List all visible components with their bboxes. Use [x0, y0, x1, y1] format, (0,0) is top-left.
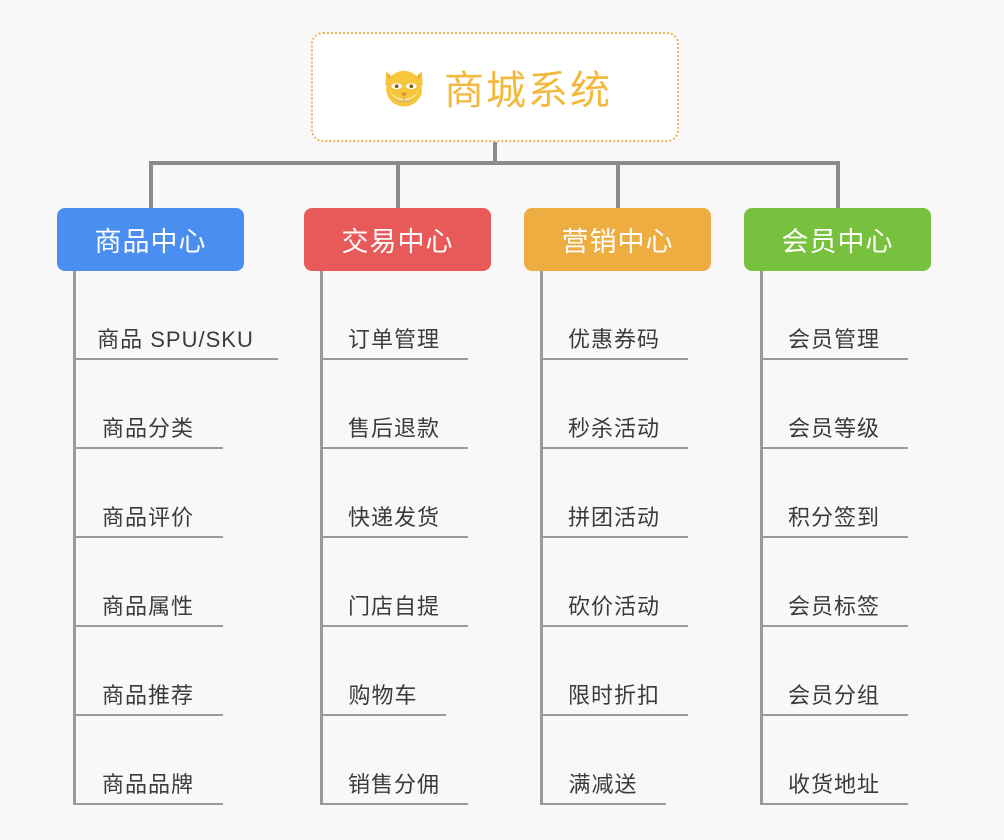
- category-box-member[interactable]: 会员中心: [744, 208, 931, 271]
- leaf-item[interactable]: 商品属性: [73, 538, 223, 627]
- leaf-item[interactable]: 商品 SPU/SKU: [73, 271, 278, 360]
- leaf-spine-product: [73, 271, 76, 805]
- leaf-item-label: 会员等级: [787, 415, 880, 441]
- leaf-item-label: 订单管理: [347, 326, 440, 352]
- leaf-item-label: 商品属性: [101, 593, 194, 619]
- leaf-item-label: 满减送: [568, 771, 638, 797]
- category-box-product[interactable]: 商品中心: [57, 208, 244, 271]
- leaf-item[interactable]: 会员标签: [760, 538, 908, 627]
- leaf-item[interactable]: 砍价活动: [540, 538, 688, 627]
- leaf-item-label: 积分签到: [787, 504, 880, 530]
- leaf-item-label: 销售分佣: [347, 771, 440, 797]
- leaf-spine-trade: [320, 271, 323, 805]
- leaf-item[interactable]: 会员分组: [760, 627, 908, 716]
- leaf-item[interactable]: 收货地址: [760, 716, 908, 805]
- root-title: 商城系统: [444, 69, 612, 113]
- leaf-item[interactable]: 会员等级: [760, 360, 908, 449]
- leaf-item-label: 秒杀活动: [567, 415, 660, 441]
- leaf-item-label: 商品评价: [101, 504, 194, 530]
- leaf-item[interactable]: 商品推荐: [73, 627, 223, 716]
- category-box-marketing[interactable]: 营销中心: [524, 208, 711, 271]
- connector-drop-member: [835, 161, 840, 208]
- leaf-item[interactable]: 订单管理: [320, 271, 468, 360]
- leaf-item-label: 商品分类: [101, 415, 194, 441]
- leaf-item-label: 收货地址: [787, 771, 880, 797]
- leaf-item[interactable]: 积分签到: [760, 449, 908, 538]
- leaf-item[interactable]: 限时折扣: [540, 627, 688, 716]
- leaf-item-label: 快递发货: [347, 504, 440, 530]
- category-box-trade[interactable]: 交易中心: [304, 208, 491, 271]
- root-node[interactable]: 商城系统: [311, 32, 679, 142]
- leaf-item-label: 售后退款: [347, 415, 440, 441]
- leaf-spine-member: [760, 271, 763, 805]
- connector-drop-marketing: [615, 161, 620, 208]
- leaf-spine-marketing: [540, 271, 543, 805]
- leaf-item-label: 优惠券码: [567, 326, 660, 352]
- leaf-item[interactable]: 拼团活动: [540, 449, 688, 538]
- leaf-item[interactable]: 购物车: [320, 627, 446, 716]
- leaf-item-label: 拼团活动: [567, 504, 660, 530]
- leaf-item[interactable]: 商品评价: [73, 449, 223, 538]
- category-label: 会员中心: [781, 227, 894, 257]
- leaf-item-label: 会员标签: [787, 593, 880, 619]
- leaf-item-label: 商品 SPU/SKU: [97, 326, 254, 352]
- connector-horizontal-bus: [150, 161, 840, 165]
- leaf-item[interactable]: 商品品牌: [73, 716, 223, 805]
- category-label: 营销中心: [561, 227, 674, 257]
- connector-drop-product: [148, 161, 153, 208]
- leaf-item-label: 限时折扣: [567, 682, 660, 708]
- leaf-item[interactable]: 会员管理: [760, 271, 908, 360]
- leaf-item-label: 商品推荐: [101, 682, 194, 708]
- leaf-item[interactable]: 优惠券码: [540, 271, 688, 360]
- connector-drop-trade: [395, 161, 400, 208]
- category-label: 交易中心: [341, 227, 454, 257]
- dog-face-icon: [378, 61, 430, 113]
- leaf-item-label: 会员管理: [787, 326, 880, 352]
- leaf-item-label: 砍价活动: [567, 593, 660, 619]
- leaf-item[interactable]: 售后退款: [320, 360, 468, 449]
- connector-root-stem: [493, 142, 497, 165]
- leaf-item[interactable]: 销售分佣: [320, 716, 468, 805]
- leaf-item[interactable]: 满减送: [540, 716, 666, 805]
- leaf-item[interactable]: 快递发货: [320, 449, 468, 538]
- leaf-item-label: 购物车: [348, 682, 418, 708]
- leaf-item[interactable]: 秒杀活动: [540, 360, 688, 449]
- category-label: 商品中心: [94, 227, 207, 257]
- leaf-item-label: 会员分组: [787, 682, 880, 708]
- leaf-item[interactable]: 商品分类: [73, 360, 223, 449]
- leaf-item-label: 商品品牌: [101, 771, 194, 797]
- leaf-item-label: 门店自提: [347, 593, 440, 619]
- leaf-item[interactable]: 门店自提: [320, 538, 468, 627]
